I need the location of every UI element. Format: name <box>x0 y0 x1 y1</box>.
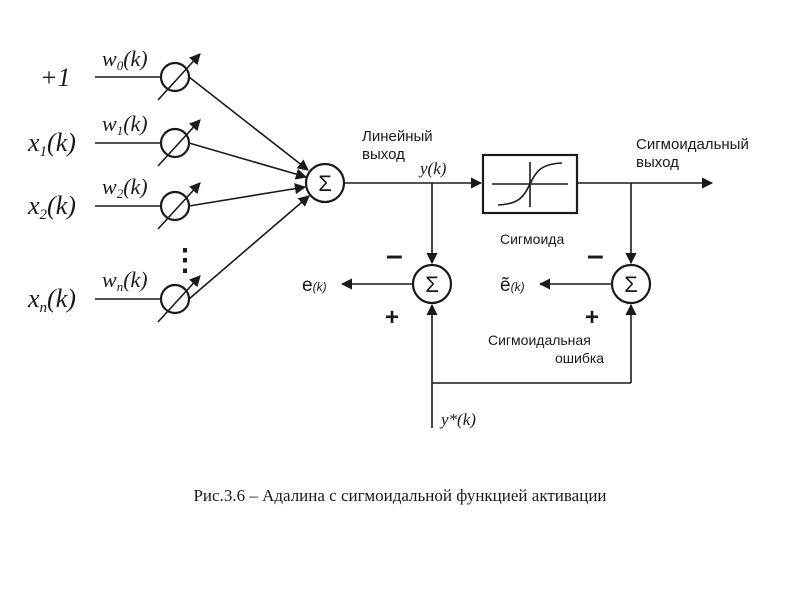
figure-caption: Рис.3.6 – Адалина с сигмоидальной функци… <box>193 486 607 505</box>
input-label-2: x2(k) <box>27 191 76 223</box>
input-row-n: xn(k) wn(k) <box>27 267 201 323</box>
weight-circle-1 <box>159 127 191 159</box>
weight-circle-0 <box>159 61 191 93</box>
weight-label-2: w2(k) <box>102 174 148 201</box>
weight-circle-n <box>159 283 191 315</box>
sigma-symbol-sigmoid-error: Σ <box>624 272 638 297</box>
sigmoid-block <box>481 153 579 215</box>
linear-output-label-2: выход <box>362 146 405 163</box>
plus-sign-linear: + <box>385 304 399 331</box>
input-label-1: x1(k) <box>27 128 76 160</box>
adjustable-weight-arrow-0 <box>157 53 201 101</box>
linear-error-label: e(k) <box>302 275 327 296</box>
sigmoid-output-label-1: Сигмоидальный <box>636 136 749 153</box>
sigma-symbol: Σ <box>318 171 332 196</box>
sigmoid-block-label: Сигмоида <box>500 231 564 247</box>
sigmoid-error-summing-node: Σ <box>610 263 652 305</box>
adjustable-weight-arrow-1 <box>157 119 201 167</box>
main-summing-node: Σ <box>304 162 346 204</box>
input-label-n: xn(k) <box>27 284 76 316</box>
weight-label-0: w0(k) <box>102 46 148 73</box>
minus-sign-sigmoid: – <box>587 239 604 272</box>
target-feedback-lines <box>426 303 637 428</box>
weight-circle-2 <box>159 190 191 222</box>
sigmoid-error-caption-2: ошибка <box>555 350 604 366</box>
ellipsis-dots: ⋮ <box>170 244 200 277</box>
sigma-symbol-linear-error: Σ <box>425 272 439 297</box>
weighted-connections <box>188 76 310 300</box>
plus-sign-sigmoid: + <box>585 304 599 331</box>
y-label: y(k) <box>418 159 447 178</box>
input-label-0: +1 <box>40 63 71 92</box>
sigmoid-error-label: ẽ(k) <box>500 275 525 296</box>
sigmoid-curve <box>497 162 563 206</box>
sigmoid-error-caption-1: Сигмоидальная <box>488 332 591 348</box>
weight-label-n: wn(k) <box>102 267 148 294</box>
minus-sign-linear: – <box>386 239 403 272</box>
weight-label-1: w1(k) <box>102 111 148 138</box>
sigmoid-output-label-2: выход <box>636 154 679 171</box>
input-row-2: x2(k) w2(k) <box>27 174 201 230</box>
input-row-1: x1(k) w1(k) <box>27 111 201 167</box>
adjustable-weight-arrow-2 <box>157 182 201 230</box>
input-row-0: +1 w0(k) <box>40 46 201 101</box>
adjustable-weight-arrow-n <box>157 275 201 323</box>
target-label: y*(k) <box>439 410 476 429</box>
linear-output-label-1: Линейный <box>362 128 433 145</box>
linear-error-summing-node: Σ <box>411 263 453 305</box>
